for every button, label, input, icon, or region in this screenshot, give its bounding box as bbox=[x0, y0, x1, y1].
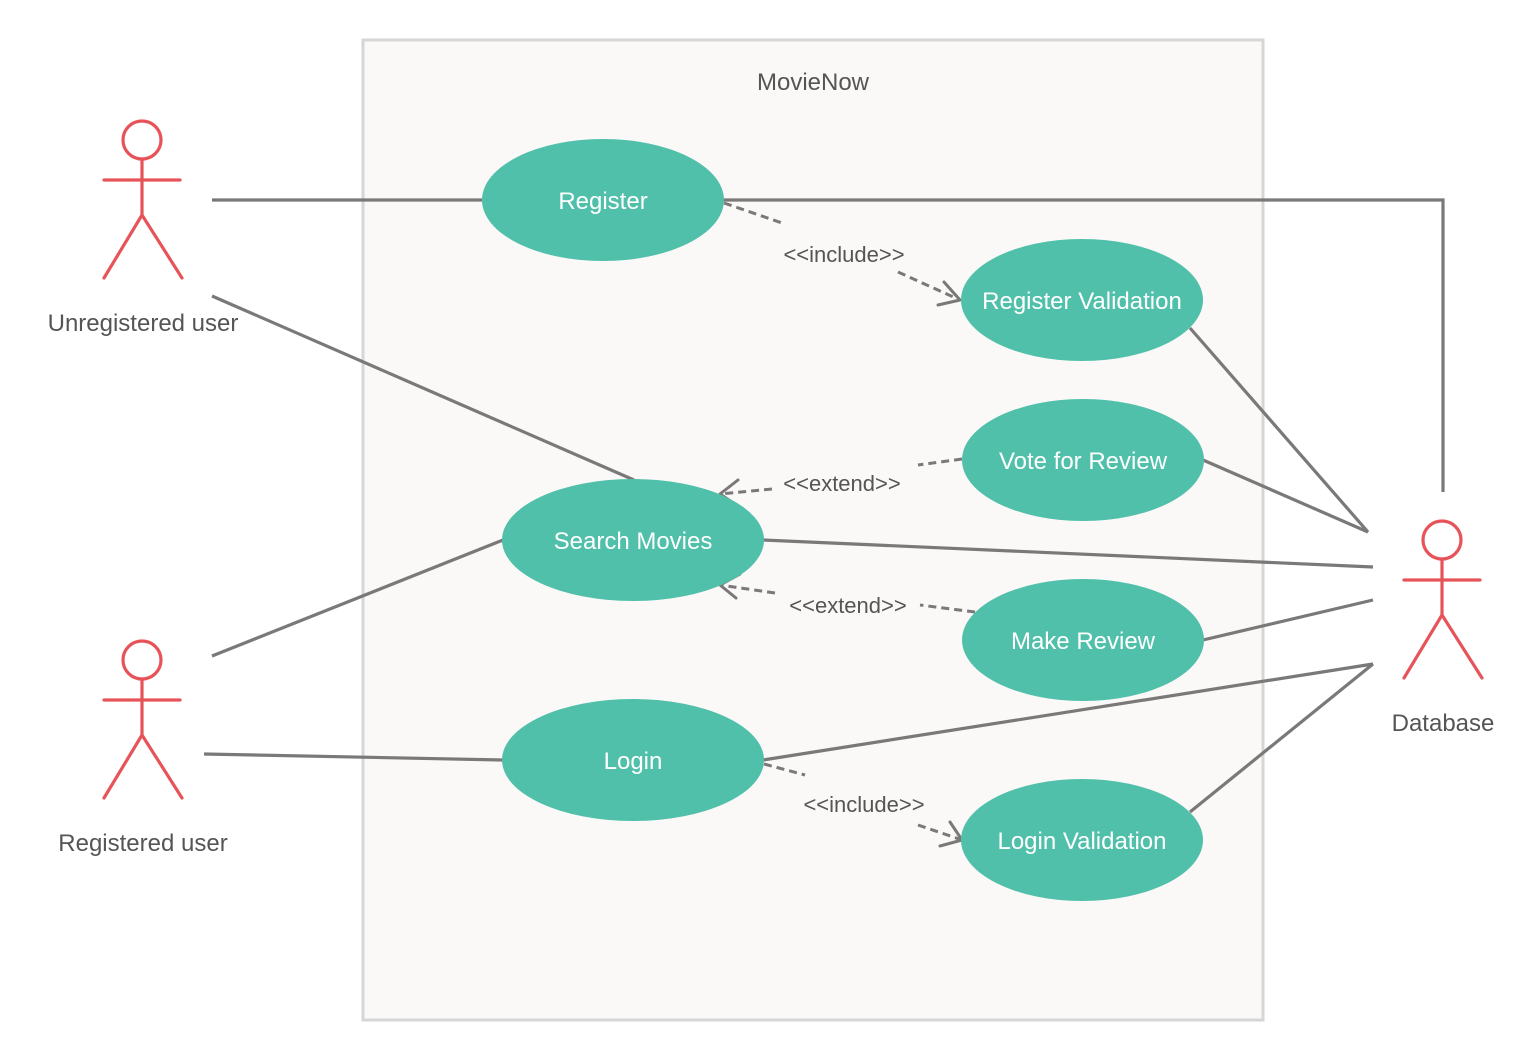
actor-unregistered-user[interactable]: Unregistered user bbox=[48, 119, 239, 337]
usecase-make-review[interactable]: Make Review bbox=[962, 579, 1204, 701]
extend-vote-line-b bbox=[719, 487, 773, 496]
assoc-loginvalidation-database bbox=[1188, 662, 1375, 814]
assoc-vote-database bbox=[1202, 458, 1369, 534]
actor-unregistered-figure-icon bbox=[102, 119, 184, 280]
usecase-register-validation[interactable]: Register Validation bbox=[961, 239, 1203, 361]
actor-database[interactable]: Database bbox=[1392, 519, 1495, 737]
associations bbox=[203, 198, 1445, 814]
actor-unregistered-label: Unregistered user bbox=[48, 310, 239, 337]
actor-database-label: Database bbox=[1392, 710, 1495, 737]
include-register-label: <<include>> bbox=[783, 242, 904, 267]
usecase-make-review-shape[interactable] bbox=[962, 579, 1204, 701]
include-register-line-b bbox=[897, 270, 961, 302]
usecase-login-validation[interactable]: Login Validation bbox=[961, 779, 1203, 901]
usecase-register-validation-label: Register Validation bbox=[982, 288, 1182, 315]
usecase-search-movies[interactable]: Search Movies bbox=[502, 479, 764, 601]
extend-makereview-line-b bbox=[719, 583, 776, 595]
extend-makereview-line-a bbox=[919, 603, 976, 614]
usecase-vote-for-review-label: Vote for Review bbox=[999, 448, 1168, 475]
include-register-line-a bbox=[723, 201, 786, 226]
actor-registered-user[interactable]: Registered user bbox=[58, 639, 228, 857]
include-register-relation: <<include>> bbox=[723, 201, 962, 307]
include-login-line-a bbox=[763, 762, 806, 777]
usecase-vote-for-review[interactable]: Vote for Review bbox=[962, 399, 1204, 521]
usecase-register[interactable]: Register bbox=[482, 139, 724, 261]
system-title: MovieNow bbox=[757, 69, 870, 96]
actor-registered-figure-icon bbox=[102, 639, 184, 800]
include-login-relation: <<include>> bbox=[763, 762, 964, 848]
usecase-login-validation-label: Login Validation bbox=[997, 828, 1166, 855]
assoc-unregistered-search bbox=[211, 294, 635, 482]
usecase-login[interactable]: Login bbox=[502, 699, 764, 821]
use-cases: Register Register Validation Vote for Re… bbox=[482, 139, 1204, 901]
actor-database-figure-icon bbox=[1402, 519, 1484, 680]
usecase-login-shape[interactable] bbox=[502, 699, 764, 821]
extend-vote-relation: <<extend>> bbox=[718, 457, 963, 508]
usecase-register-shape[interactable] bbox=[482, 139, 724, 261]
usecase-search-movies-shape[interactable] bbox=[502, 479, 764, 601]
assoc-regvalidation-database bbox=[1188, 326, 1370, 534]
include-login-line-b bbox=[917, 823, 963, 842]
usecase-login-validation-shape[interactable] bbox=[961, 779, 1203, 901]
usecase-vote-for-review-shape[interactable] bbox=[962, 399, 1204, 521]
include-login-label: <<include>> bbox=[803, 792, 924, 817]
assoc-registered-login bbox=[203, 752, 504, 762]
usecase-register-validation-shape[interactable] bbox=[961, 239, 1203, 361]
usecase-search-movies-label: Search Movies bbox=[554, 528, 713, 555]
extend-vote-label: <<extend>> bbox=[783, 471, 900, 496]
assoc-login-database bbox=[762, 662, 1374, 762]
usecase-login-label: Login bbox=[604, 748, 663, 775]
actor-registered-label: Registered user bbox=[58, 830, 227, 857]
assoc-makereview-database bbox=[1202, 598, 1374, 642]
include-register-arrowhead bbox=[936, 280, 962, 307]
assoc-registered-search bbox=[211, 538, 504, 658]
usecase-register-label: Register bbox=[558, 188, 647, 215]
assoc-register-database bbox=[722, 198, 1445, 492]
usecase-make-review-label: Make Review bbox=[1011, 628, 1156, 655]
extend-makereview-label: <<extend>> bbox=[789, 593, 906, 618]
assoc-search-database bbox=[762, 538, 1374, 569]
extend-vote-line-a bbox=[917, 457, 963, 467]
dependencies: <<include>> <<extend>> <<extend>> <<incl… bbox=[718, 201, 976, 848]
